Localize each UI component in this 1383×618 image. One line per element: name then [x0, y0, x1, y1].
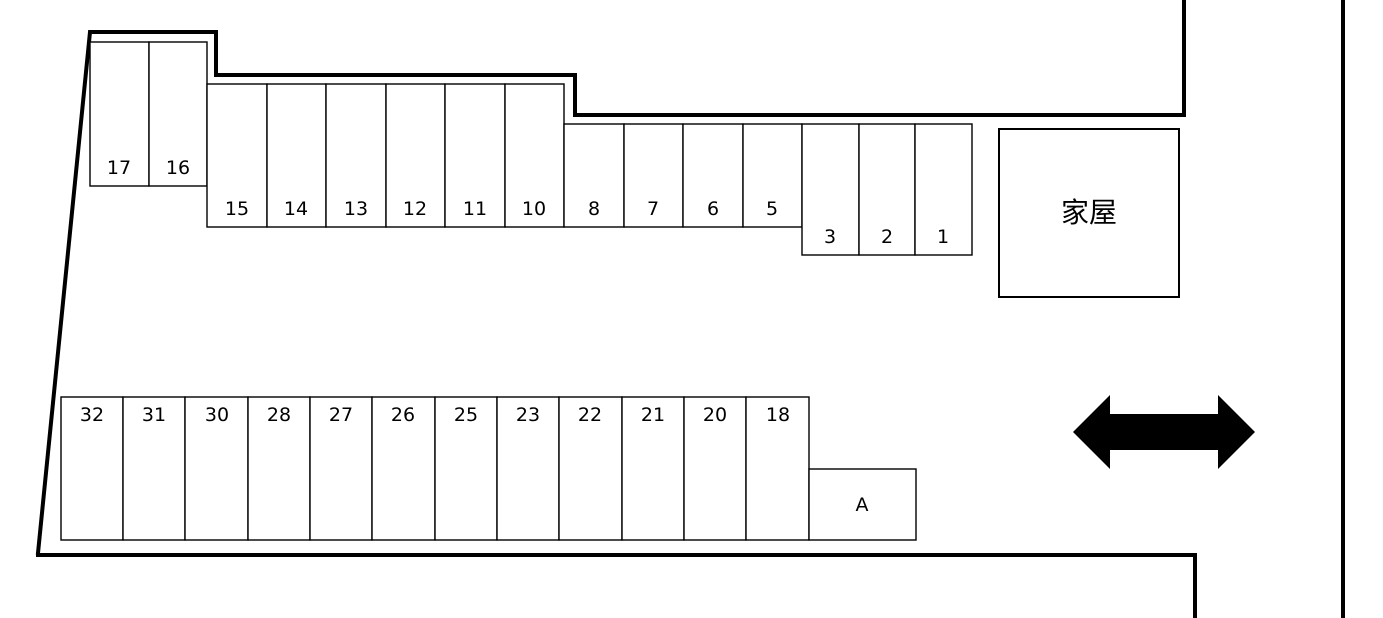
- two-way-arrow-icon: [1073, 395, 1255, 469]
- stall-20[interactable]: [683, 396, 747, 541]
- stall-label-3: 3: [824, 226, 836, 248]
- stall-label-21: 21: [641, 404, 665, 426]
- stall-label-18: 18: [766, 404, 790, 426]
- stall-label-22: 22: [578, 404, 602, 426]
- house-label: 家屋: [1061, 196, 1117, 229]
- stall-label-20: 20: [703, 404, 727, 426]
- stall-22[interactable]: [558, 396, 623, 541]
- stall-23[interactable]: [496, 396, 560, 541]
- stall-label-1: 1: [937, 226, 949, 248]
- stall-label-10: 10: [522, 198, 546, 220]
- stall-label-15: 15: [225, 198, 249, 220]
- stall-16[interactable]: [148, 41, 208, 187]
- stall-14[interactable]: [266, 83, 327, 228]
- stall-label-31: 31: [142, 404, 166, 426]
- stall-8[interactable]: [563, 123, 625, 228]
- stall-1[interactable]: [914, 123, 973, 256]
- stall-28[interactable]: [247, 396, 311, 541]
- stall-label-16: 16: [166, 157, 190, 179]
- stall-label-17: 17: [107, 157, 131, 179]
- upper-stall-labels: 17 16 15 14 13 12 11 10 8 7 6 5 3 2 1: [107, 157, 949, 248]
- stall-label-28: 28: [267, 404, 291, 426]
- stall-label-26: 26: [391, 404, 415, 426]
- stall-label-13: 13: [344, 198, 368, 220]
- stall-5[interactable]: [742, 123, 803, 228]
- stall-label-32: 32: [80, 404, 104, 426]
- stall-17[interactable]: [89, 41, 150, 187]
- stall-label-30: 30: [205, 404, 229, 426]
- stall-32[interactable]: [60, 396, 124, 541]
- stall-2[interactable]: [858, 123, 916, 256]
- top-boundary-wall: [35, 0, 1186, 556]
- stall-a[interactable]: [808, 468, 917, 541]
- lower-stall-row: [60, 396, 917, 541]
- stall-label-6: 6: [707, 198, 719, 220]
- stall-label-14: 14: [284, 198, 308, 220]
- stall-label-25: 25: [454, 404, 478, 426]
- stall-label-2: 2: [881, 226, 893, 248]
- stall-21[interactable]: [621, 396, 685, 541]
- stall-label-27: 27: [329, 404, 353, 426]
- stall-label-a: A: [856, 494, 869, 516]
- stall-3[interactable]: [801, 123, 860, 256]
- lower-stall-labels: 32 31 30 28 27 26 25 23 22 21 20 18 A: [80, 404, 869, 516]
- bottom-boundary-wall: [36, 553, 1197, 618]
- upper-stall-row: [89, 41, 973, 256]
- stall-27[interactable]: [309, 396, 373, 541]
- stall-label-7: 7: [647, 198, 659, 220]
- stall-13[interactable]: [325, 83, 387, 228]
- stall-15[interactable]: [206, 83, 268, 228]
- stall-label-11: 11: [463, 198, 487, 220]
- boundary-walls: [35, 0, 1345, 618]
- stall-12[interactable]: [385, 83, 446, 228]
- stall-7[interactable]: [623, 123, 684, 228]
- stall-label-5: 5: [766, 198, 778, 220]
- stall-10[interactable]: [504, 83, 565, 228]
- stall-label-8: 8: [588, 198, 600, 220]
- stall-6[interactable]: [682, 123, 744, 228]
- stall-31[interactable]: [122, 396, 186, 541]
- stall-label-23: 23: [516, 404, 540, 426]
- stall-label-12: 12: [403, 198, 427, 220]
- house-box: [998, 128, 1180, 298]
